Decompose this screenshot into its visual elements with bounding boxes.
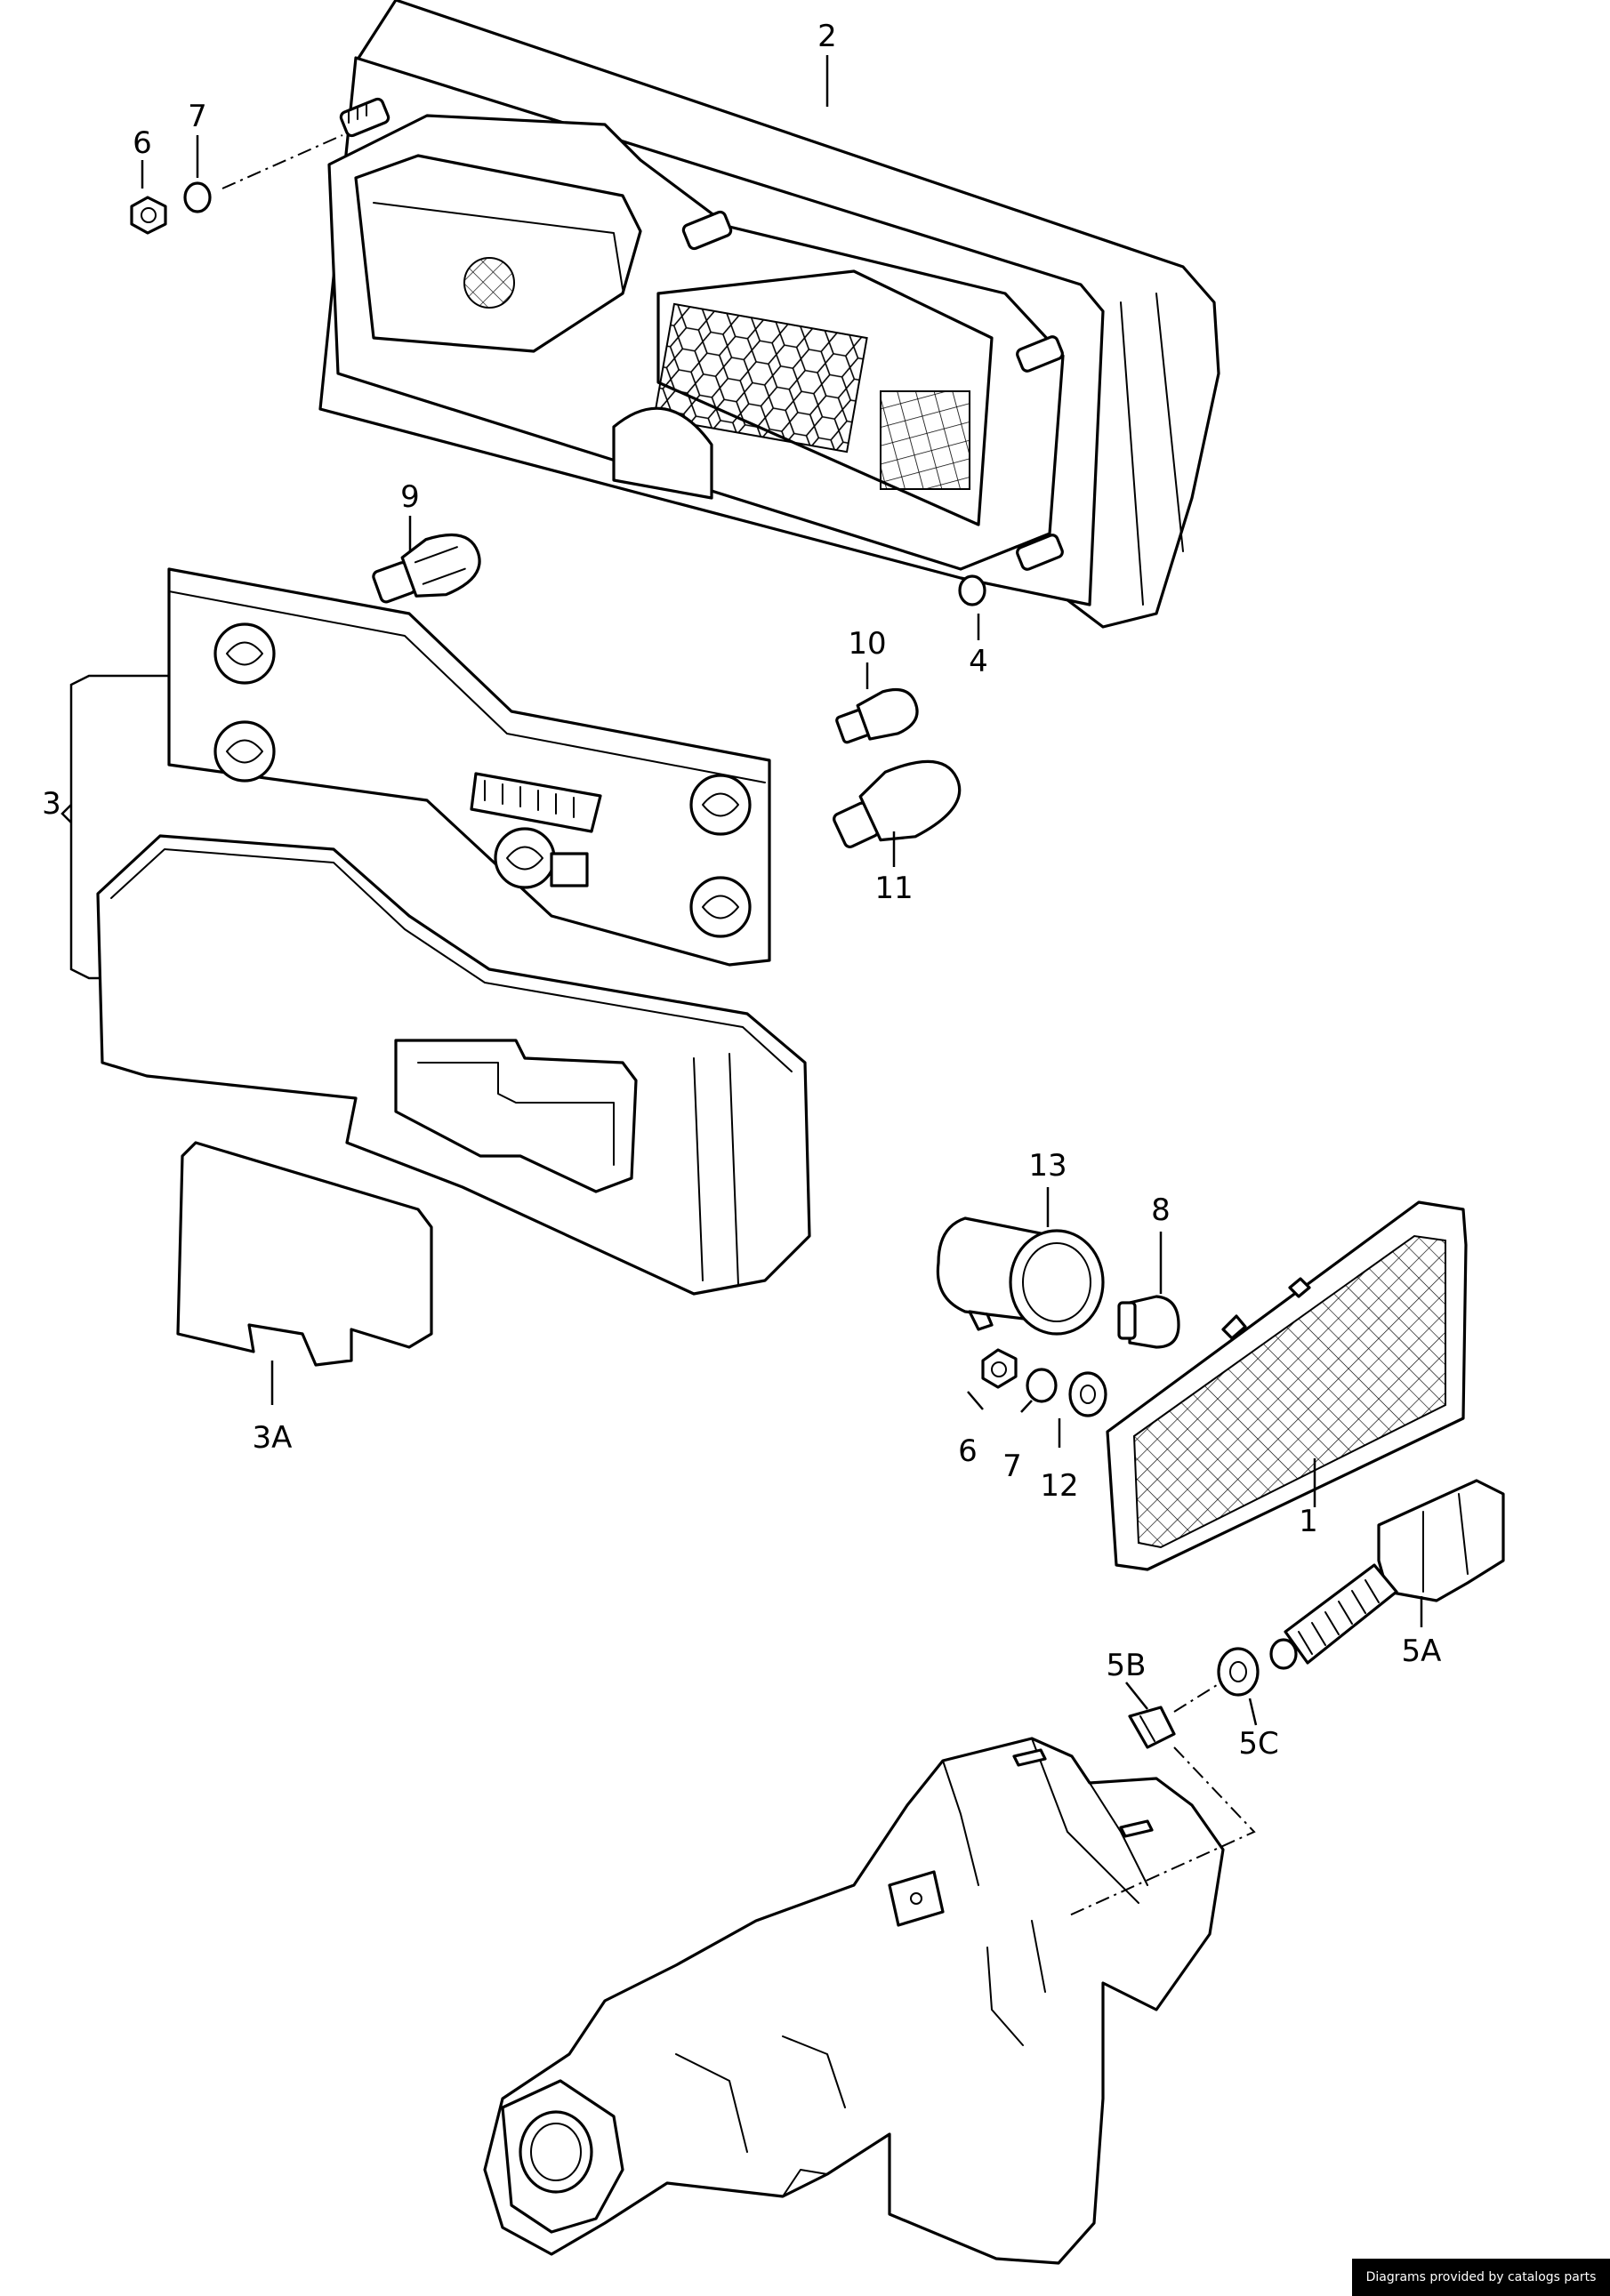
socket-3 <box>494 827 556 889</box>
label-3a: 3A <box>253 1420 293 1456</box>
bulb-carrier <box>167 567 771 967</box>
lamp-housing-13 <box>936 1216 1105 1336</box>
socket-5 <box>689 876 752 938</box>
stud-top-left <box>339 97 390 138</box>
socket-1 <box>213 622 276 685</box>
bulb-11 <box>833 759 962 848</box>
label-12: 12 <box>1040 1468 1078 1504</box>
nut-mid <box>981 1348 1018 1389</box>
tail-light-housing <box>318 0 1220 629</box>
label-7-top: 7 <box>188 99 207 134</box>
clip-5b <box>1128 1706 1176 1749</box>
label-2: 2 <box>817 19 837 54</box>
label-9: 9 <box>400 479 420 515</box>
label-8: 8 <box>1151 1192 1171 1228</box>
label-13: 13 <box>1028 1148 1067 1184</box>
label-10: 10 <box>848 626 886 662</box>
body-panel <box>483 1737 1225 2265</box>
stud-top-center <box>681 210 733 251</box>
label-3: 3 <box>42 786 61 822</box>
credit-banner: Diagrams provided by catalogs parts <box>1352 2259 1610 2296</box>
bulb-9 <box>372 533 481 604</box>
reflector-1 <box>1106 1200 1468 1571</box>
socket-4 <box>689 774 752 836</box>
bracket-3 <box>69 674 169 980</box>
label-1: 1 <box>1299 1504 1318 1539</box>
label-4: 4 <box>969 644 988 679</box>
washer-top <box>183 181 212 213</box>
socket-2 <box>213 720 276 783</box>
connector-5a <box>1269 1479 1505 1670</box>
leader-lines <box>141 55 1423 1726</box>
label-6-mid: 6 <box>958 1433 978 1469</box>
rear-cover <box>96 834 811 1296</box>
nut-top <box>130 196 167 235</box>
washer-4 <box>958 574 986 606</box>
stud-right-upper <box>1016 335 1064 373</box>
stud-right-lower <box>1016 534 1064 571</box>
label-7-mid: 7 <box>1002 1449 1022 1484</box>
connector-cover-3a <box>176 1141 433 1367</box>
washer-mid <box>1026 1368 1058 1403</box>
grommet-12 <box>1068 1371 1107 1417</box>
label-5c: 5C <box>1238 1726 1278 1762</box>
label-6-top: 6 <box>133 125 152 161</box>
label-5a: 5A <box>1402 1634 1442 1669</box>
bulb-8 <box>1117 1295 1180 1349</box>
label-11: 11 <box>874 871 913 906</box>
label-5b: 5B <box>1107 1648 1147 1683</box>
bulb-10 <box>835 687 919 744</box>
clip-5c <box>1217 1647 1260 1697</box>
